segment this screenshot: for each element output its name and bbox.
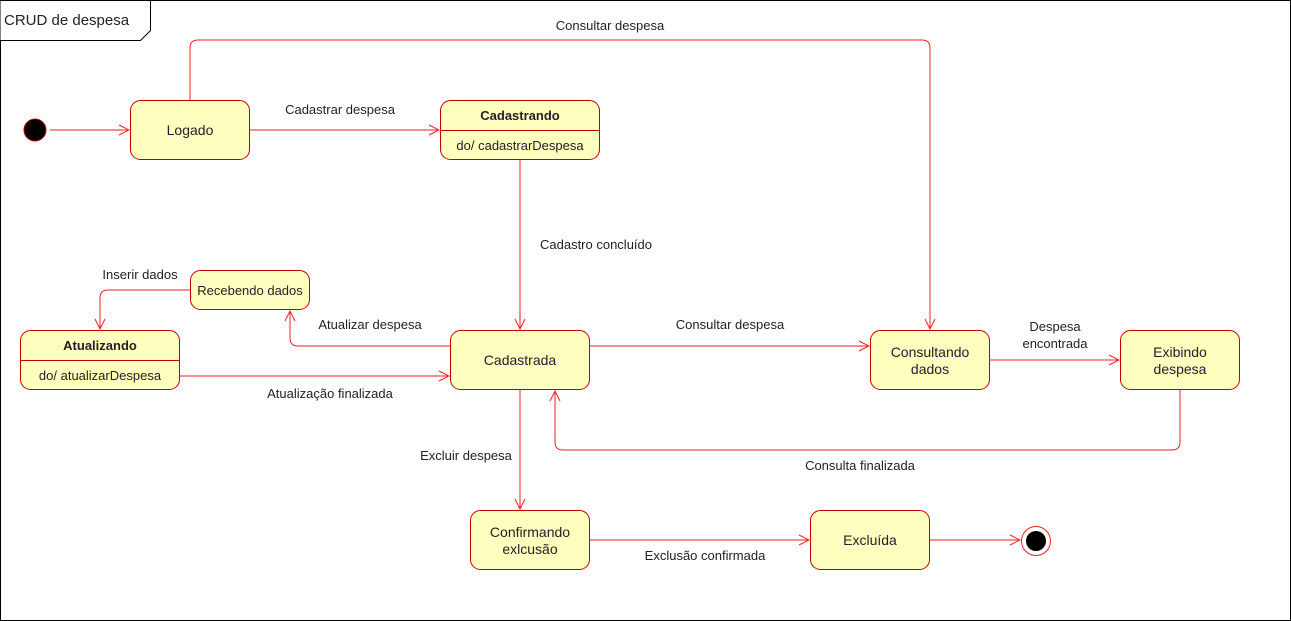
state-consultando-label-1: Consultando xyxy=(891,344,970,360)
label-cadastrar: Cadastrar despesa xyxy=(285,102,396,117)
state-cadastrada[interactable]: Cadastrada xyxy=(450,330,590,390)
state-confirmando-label-1: Confirmando xyxy=(490,524,570,540)
label-despesa-encontrada-2: encontrada xyxy=(1022,336,1088,351)
label-cadastro-concluido: Cadastro concluído xyxy=(540,237,652,252)
frame-title: CRUD de despesa xyxy=(4,12,130,29)
state-exibindo-label-1: Exibindo xyxy=(1153,344,1207,360)
label-atualizacao-finalizada: Atualização finalizada xyxy=(267,386,394,401)
state-recebendo-dados[interactable]: Recebendo dados xyxy=(190,270,310,310)
state-cadastrando-action: do/ cadastrarDespesa xyxy=(456,138,584,153)
frame-tab xyxy=(0,0,151,41)
state-consultando-label-2: dados xyxy=(911,361,949,377)
label-consultar-mid: Consultar despesa xyxy=(676,317,785,332)
label-consulta-finalizada: Consulta finalizada xyxy=(805,458,916,473)
state-atualizando-label: Atualizando xyxy=(63,338,137,353)
state-cadastrando[interactable]: Cadastrando do/ cadastrarDespesa xyxy=(440,100,600,160)
state-atualizando[interactable]: Atualizando do/ atualizarDespesa xyxy=(20,330,180,390)
state-confirmando-label-2: exlcusão xyxy=(502,541,557,557)
edge-consultar-top xyxy=(189,39,930,329)
final-node xyxy=(1021,526,1051,556)
state-recebendo-label: Recebendo dados xyxy=(197,283,303,298)
edge-inserir-dados xyxy=(100,289,190,329)
initial-node xyxy=(23,118,47,142)
label-atualizar: Atualizar despesa xyxy=(318,317,422,332)
label-consultar-top: Consultar despesa xyxy=(556,18,665,33)
state-excluida-label: Excluída xyxy=(843,532,897,548)
label-exclusao-confirmada: Exclusão confirmada xyxy=(645,548,766,563)
state-logado[interactable]: Logado xyxy=(130,100,250,160)
state-exibindo-label-2: despesa xyxy=(1154,361,1207,377)
label-inserir-dados: Inserir dados xyxy=(102,267,178,282)
state-cadastrada-label: Cadastrada xyxy=(484,352,557,368)
state-confirmando-exclusao[interactable]: Confirmando exlcusão xyxy=(470,510,590,570)
state-atualizando-action: do/ atualizarDespesa xyxy=(39,368,162,383)
state-exibindo-despesa[interactable]: Exibindo despesa xyxy=(1120,330,1240,390)
label-despesa-encontrada-1: Despesa xyxy=(1029,319,1081,334)
state-consultando-dados[interactable]: Consultando dados xyxy=(870,330,990,390)
edge-consulta-finalizada xyxy=(555,390,1181,451)
edge-atualizar xyxy=(290,311,450,347)
state-cadastrando-label: Cadastrando xyxy=(480,108,560,123)
label-excluir: Excluir despesa xyxy=(420,448,513,463)
state-logado-label: Logado xyxy=(167,122,214,138)
state-excluida[interactable]: Excluída xyxy=(810,510,930,570)
